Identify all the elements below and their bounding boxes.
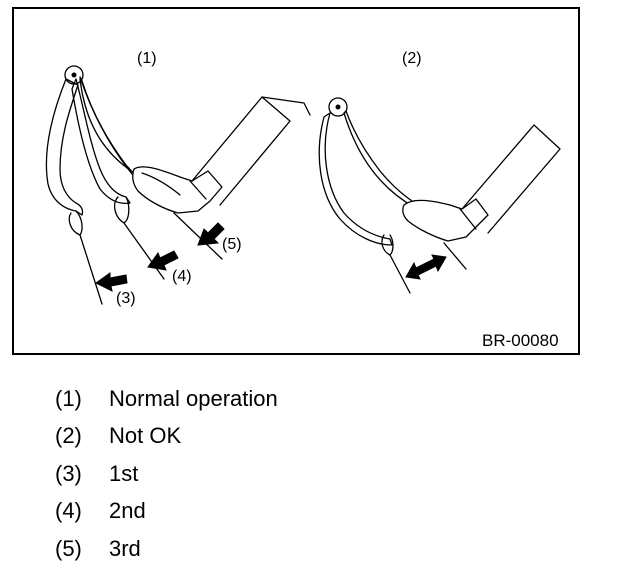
travel-line-4 <box>123 222 165 280</box>
shoe-sole-line <box>141 172 181 196</box>
pedal-panel-normal <box>45 65 311 305</box>
legend-number: (4) <box>55 498 82 524</box>
callout-4: (4) <box>172 268 192 285</box>
callout-5: (5) <box>222 236 242 253</box>
arrow-3 <box>95 272 128 292</box>
travel-line-a <box>389 254 411 294</box>
legend-item: (4) 2nd <box>55 493 575 531</box>
diagram-frame: (1) (2) (3) (4) (5) BR-00080 <box>12 7 580 355</box>
legend-text: Normal operation <box>109 385 278 411</box>
panel-label-2: (2) <box>402 50 422 67</box>
pedal-pad-pos-2 <box>113 196 130 224</box>
legend-item: (3) 1st <box>55 455 575 493</box>
legend-text: Not OK <box>109 423 182 449</box>
pedal-arm-2b <box>343 110 439 216</box>
leg-lower-2 <box>461 124 561 234</box>
travel-line-3 <box>79 234 103 305</box>
pedal-arm-2a <box>318 112 393 246</box>
leg-lower <box>191 96 291 206</box>
legend-text: 3rd <box>109 535 141 561</box>
travel-line-5 <box>173 212 223 260</box>
pedal-panel-not-ok <box>318 97 561 294</box>
shoe-sole-2 <box>402 198 489 242</box>
shoe-sole <box>132 166 223 214</box>
legend-number: (5) <box>55 535 82 561</box>
legend-text: 1st <box>109 460 139 486</box>
legend-number: (1) <box>55 385 82 411</box>
pedal-arm-pos-1 <box>45 78 84 216</box>
travel-line-b <box>443 242 467 270</box>
legend-item: (1) Normal operation <box>55 380 575 418</box>
arrows <box>95 222 447 292</box>
legend-text: 2nd <box>109 498 146 524</box>
legend-number: (3) <box>55 460 82 486</box>
figure-code: BR-00080 <box>482 331 559 350</box>
legend-item: (2) Not OK <box>55 418 575 456</box>
panel-label-1: (1) <box>137 50 157 67</box>
arrow-5 <box>197 222 225 246</box>
legend: (1) Normal operation (2) Not OK (3) 1st … <box>55 380 575 568</box>
legend-item: (5) 3rd <box>55 530 575 568</box>
arrow-double <box>405 254 447 280</box>
arrow-4 <box>147 250 179 271</box>
legend-number: (2) <box>55 423 82 449</box>
pedal-arm-pos-2 <box>71 78 131 205</box>
callout-3: (3) <box>116 290 136 307</box>
pivot-pin <box>71 72 77 78</box>
brake-pedal-diagram: (1) (2) (3) (4) (5) BR-00080 <box>45 50 561 350</box>
pedal-pad-pos-1 <box>68 210 83 236</box>
